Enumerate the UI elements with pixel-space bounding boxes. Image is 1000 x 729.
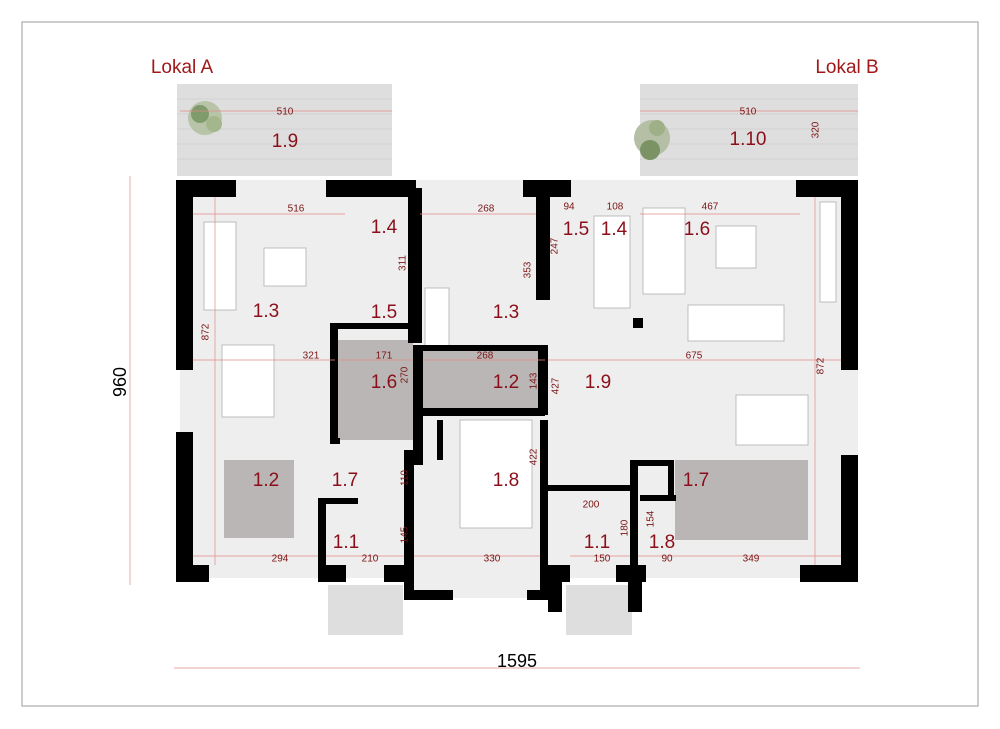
dim-b-terrace-w: 510	[740, 107, 757, 118]
dim-b-467: 467	[702, 202, 719, 213]
room-label-b-kitchen: 1.7	[683, 470, 709, 491]
room-label-b-stairs: 1.5	[563, 219, 589, 240]
dim-b-427: 427	[551, 377, 562, 394]
room-label-b-wc: 1.8	[649, 532, 675, 553]
room-label-b-living: 1.6	[684, 219, 710, 240]
bath-a-zone	[338, 340, 413, 440]
dim-b-90: 90	[661, 554, 673, 565]
kitchen-b-zone	[675, 460, 808, 540]
dimension-lines	[129, 110, 860, 669]
dim-a-311: 311	[398, 255, 409, 271]
room-label-a-hall: 1.7	[332, 470, 358, 491]
dim-a-171: 171	[376, 351, 393, 362]
room-label-c-utility: 1.2	[493, 372, 519, 393]
dim-a-terrace-w: 510	[277, 107, 294, 118]
sheet-frame	[21, 21, 979, 707]
dim-a-110: 110	[400, 470, 411, 486]
dim-c-330: 330	[484, 554, 501, 565]
dimension-labels: 510 510 320 516 311 268 353 94 108 247 4…	[201, 107, 827, 565]
dim-a-210: 210	[362, 554, 379, 565]
dim-b-108: 108	[607, 202, 624, 213]
room-label-b-terrace: 1.10	[730, 129, 767, 150]
room-label-a-closet: 1.5	[371, 302, 397, 323]
room-label-a-vestibule: 1.1	[333, 532, 359, 553]
dim-b-150: 150	[594, 554, 611, 565]
dim-b-94: 94	[563, 202, 575, 213]
room-label-a-bath-upper: 1.4	[371, 217, 398, 238]
plant-b-icon	[634, 120, 670, 160]
unit-a-label: Lokal A	[151, 57, 214, 78]
dim-b-terrace-h: 320	[811, 121, 822, 138]
dim-a-top: 516	[288, 204, 305, 215]
entrance-step-b	[566, 585, 632, 635]
dim-c-422: 422	[529, 448, 540, 465]
dim-b-180: 180	[620, 519, 631, 536]
walls	[176, 180, 858, 612]
unit-b-label: Lokal B	[815, 57, 878, 78]
dim-c-353: 353	[523, 261, 534, 278]
dim-a-270: 270	[400, 366, 411, 383]
dim-b-200: 200	[583, 500, 600, 511]
room-label-b-stairs2: 1.4	[601, 219, 628, 240]
room-label-a-living: 1.3	[253, 301, 279, 322]
dim-c-268-top: 268	[478, 204, 495, 215]
room-label-a-kitchen: 1.2	[253, 470, 279, 491]
kitchen-a-zone	[224, 460, 294, 538]
dim-c-268-mid: 268	[477, 351, 494, 362]
room-label-b-hall: 1.9	[585, 372, 611, 393]
dim-a-872: 872	[201, 323, 212, 340]
room-label-c-bedroom: 1.8	[493, 470, 519, 491]
overall-height: 960	[110, 367, 130, 397]
dim-a-145: 145	[400, 526, 411, 543]
dim-a-321: 321	[303, 351, 320, 362]
dim-b-675: 675	[686, 351, 703, 362]
room-label-b-vestibule: 1.1	[584, 532, 610, 553]
room-label-c-room: 1.3	[493, 302, 519, 323]
dim-b-154: 154	[646, 510, 657, 527]
room-label-a-terrace: 1.9	[272, 131, 298, 152]
plant-a-icon	[188, 101, 222, 135]
dim-b-349: 349	[743, 554, 760, 565]
dim-b-872: 872	[816, 357, 827, 374]
furniture	[203, 201, 837, 529]
dim-b-247: 247	[550, 237, 561, 254]
overall-width: 1595	[497, 651, 537, 671]
dim-a-294: 294	[272, 554, 289, 565]
room-label-a-bath: 1.6	[371, 372, 397, 393]
entrance-step-a	[328, 585, 403, 635]
terrace-b	[640, 84, 858, 176]
dim-c-143: 143	[529, 372, 540, 389]
